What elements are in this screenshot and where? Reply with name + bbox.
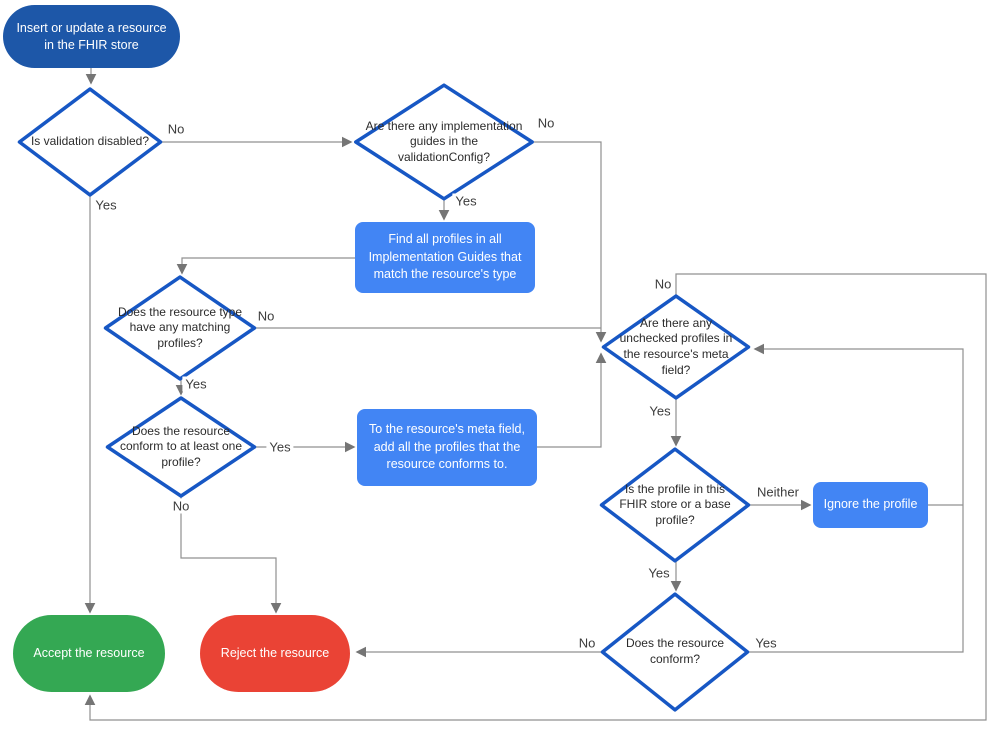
edge-label-unchecked-yes: Yes [646,403,674,419]
diamond-shape-icon [104,276,256,380]
decision-implementation-guides-label: Are there any implementation guides in t… [365,118,523,164]
edge-label-resource-conform-no: No [575,635,599,651]
diamond-shape-icon [600,448,750,562]
edge-label-conform-one-no: No [169,498,193,514]
start-node-insert-update-resource: Insert or update a resource in the FHIR … [3,5,180,68]
edge-label-impl-guides-yes: Yes [452,193,480,209]
decision-validation-disabled: Is validation disabled? [18,88,162,196]
diamond-shape-icon [106,397,256,497]
diamond-shape-icon [602,295,750,399]
accept-resource-label: Accept the resource [33,646,145,661]
diamond-shape-icon [601,593,749,711]
diamond-shape-icon [18,88,162,196]
decision-conform-one-profile: Does the resource conform to at least on… [106,397,256,497]
edge-label-matching-profiles-no: No [254,308,278,324]
edge-label-resource-conform-yes: Yes [752,635,780,651]
decision-profile-in-store-label: Is the profile in this FHIR store or a b… [619,481,731,527]
edge-label-impl-guides-no: No [534,115,558,131]
decision-implementation-guides: Are there any implementation guides in t… [354,84,534,200]
process-add-profiles-to-meta: To the resource's meta field, add all th… [357,409,537,486]
start-node-label: Insert or update a resource in the FHIR … [16,20,167,52]
decision-matching-profiles-label: Does the resource type have any matching… [117,304,243,350]
edge-label-profile-store-neither: Neither [754,484,802,500]
edge-label-conform-one-yes: Yes [266,439,294,455]
decision-profile-in-store: Is the profile in this FHIR store or a b… [600,448,750,562]
process-ignore-profile-label: Ignore the profile [823,497,918,512]
edge-label-profile-store-yes: Yes [645,565,673,581]
edge-label-validation-disabled-yes: Yes [92,197,120,213]
edge-label-validation-disabled-no: No [164,121,188,137]
reject-resource-label: Reject the resource [220,646,330,661]
decision-resource-conform: Does the resource conform? [601,593,749,711]
process-ignore-profile: Ignore the profile [813,482,928,528]
process-add-profiles-to-meta-label: To the resource's meta field, add all th… [369,422,525,472]
decision-conform-one-profile-label: Does the resource conform to at least on… [119,423,243,469]
decision-resource-conform-label: Does the resource conform? [625,636,725,666]
process-find-profiles-label: Find all profiles in all Implementation … [368,232,522,282]
decision-unchecked-profiles-label: Are there any unchecked profiles in the … [619,315,733,377]
reject-resource-node: Reject the resource [200,615,350,692]
edge-label-matching-profiles-yes: Yes [182,376,210,392]
decision-validation-disabled-label: Is validation disabled? [30,134,150,149]
decision-matching-profiles: Does the resource type have any matching… [104,276,256,380]
diamond-shape-icon [354,84,534,200]
accept-resource-node: Accept the resource [13,615,165,692]
edge-label-unchecked-no: No [651,276,675,292]
process-find-profiles: Find all profiles in all Implementation … [355,222,535,293]
decision-unchecked-profiles: Are there any unchecked profiles in the … [602,295,750,399]
